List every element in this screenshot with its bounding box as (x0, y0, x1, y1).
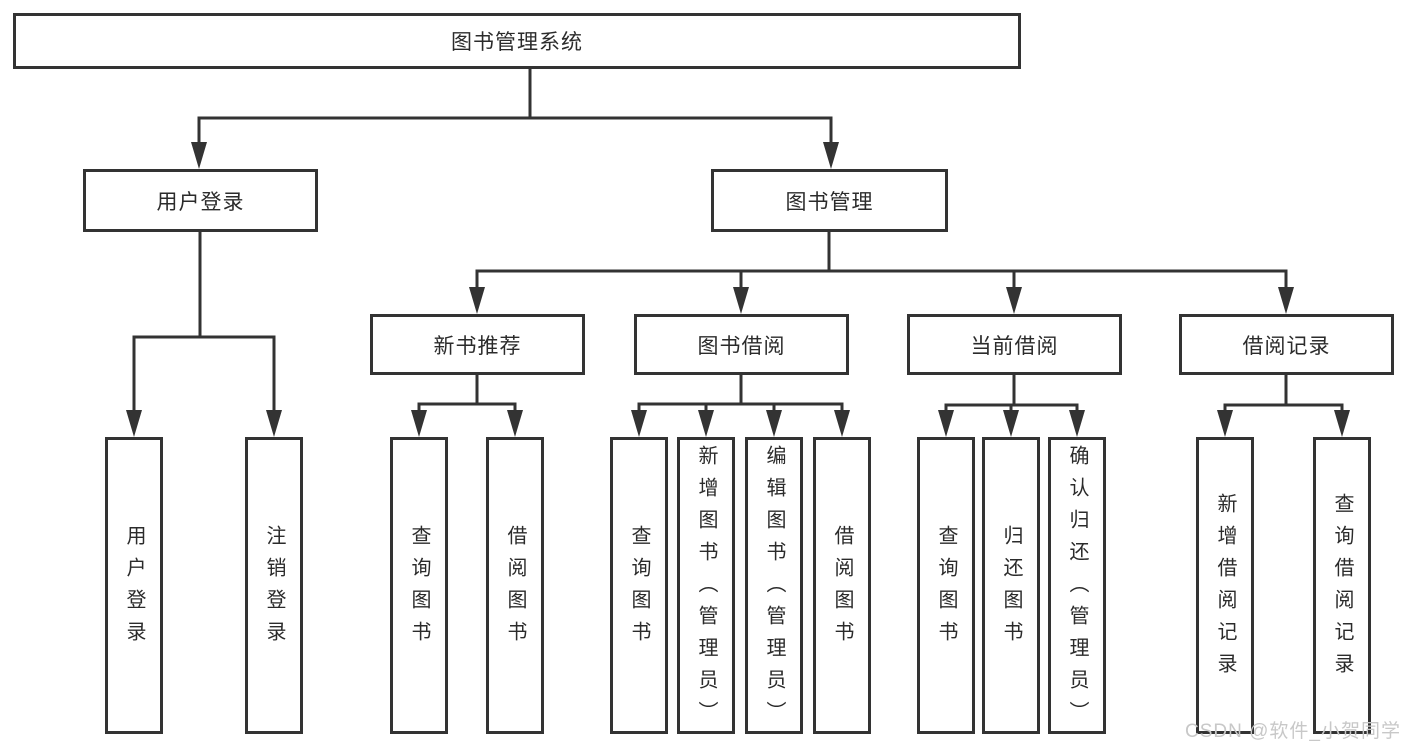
node-new-book-recommendation: 新书推荐 (370, 314, 585, 375)
leaf-query-books-current-label: 查询图书 (935, 524, 957, 653)
leaf-return-books: 归还图书 (982, 437, 1040, 734)
node-book-borrowing-label: 图书借阅 (697, 334, 786, 358)
node-book-borrowing: 图书借阅 (634, 314, 849, 375)
node-user-login: 用户登录 (83, 169, 318, 232)
leaf-logout: 注销登录 (245, 437, 303, 734)
node-book-management-label: 图书管理 (785, 190, 874, 214)
leaf-add-books-admin: 新增图书（管理员） (677, 437, 735, 734)
node-library-system-label: 图书管理系统 (451, 31, 583, 54)
leaf-confirm-return-admin-label: 确认归还（管理员） (1066, 444, 1088, 733)
node-library-system: 图书管理系统 (13, 13, 1021, 69)
leaf-return-books-label: 归还图书 (1000, 524, 1022, 653)
leaf-borrow-books-recommend-label: 借阅图书 (504, 524, 526, 653)
leaf-query-books-borrow: 查询图书 (610, 437, 668, 734)
leaf-user-login-label: 用户登录 (123, 524, 145, 653)
node-user-login-label: 用户登录 (156, 190, 245, 214)
node-borrowing-records: 借阅记录 (1179, 314, 1394, 375)
leaf-add-borrow-record-label: 新增借阅记录 (1214, 492, 1236, 685)
leaf-edit-books-admin: 编辑图书（管理员） (745, 437, 803, 734)
leaf-query-borrow-record: 查询借阅记录 (1313, 437, 1371, 734)
node-borrowing-records-label: 借阅记录 (1242, 334, 1331, 358)
leaf-confirm-return-admin: 确认归还（管理员） (1048, 437, 1106, 734)
node-book-management: 图书管理 (711, 169, 948, 232)
leaf-add-borrow-record: 新增借阅记录 (1196, 437, 1254, 734)
leaf-query-books-recommend-label: 查询图书 (408, 524, 430, 653)
leaf-edit-books-admin-label: 编辑图书（管理员） (763, 444, 785, 733)
leaf-query-borrow-record-label: 查询借阅记录 (1331, 492, 1353, 685)
node-current-borrowing: 当前借阅 (907, 314, 1122, 375)
connector-line-path (132, 69, 1344, 412)
leaf-query-books-borrow-label: 查询图书 (628, 524, 650, 653)
arrowhead-path (126, 142, 1350, 437)
leaf-borrow-books: 借阅图书 (813, 437, 871, 734)
leaf-borrow-books-label: 借阅图书 (831, 524, 853, 653)
leaf-add-books-admin-label: 新增图书（管理员） (695, 444, 717, 733)
leaf-user-login: 用户登录 (105, 437, 163, 734)
csdn-watermark: CSDN @软件_小贺同学 (1185, 721, 1401, 742)
leaf-borrow-books-recommend: 借阅图书 (486, 437, 544, 734)
leaf-logout-label: 注销登录 (263, 524, 285, 653)
node-new-book-recommendation-label: 新书推荐 (433, 334, 522, 358)
node-current-borrowing-label: 当前借阅 (970, 334, 1059, 358)
leaf-query-books-current: 查询图书 (917, 437, 975, 734)
leaf-query-books-recommend: 查询图书 (390, 437, 448, 734)
